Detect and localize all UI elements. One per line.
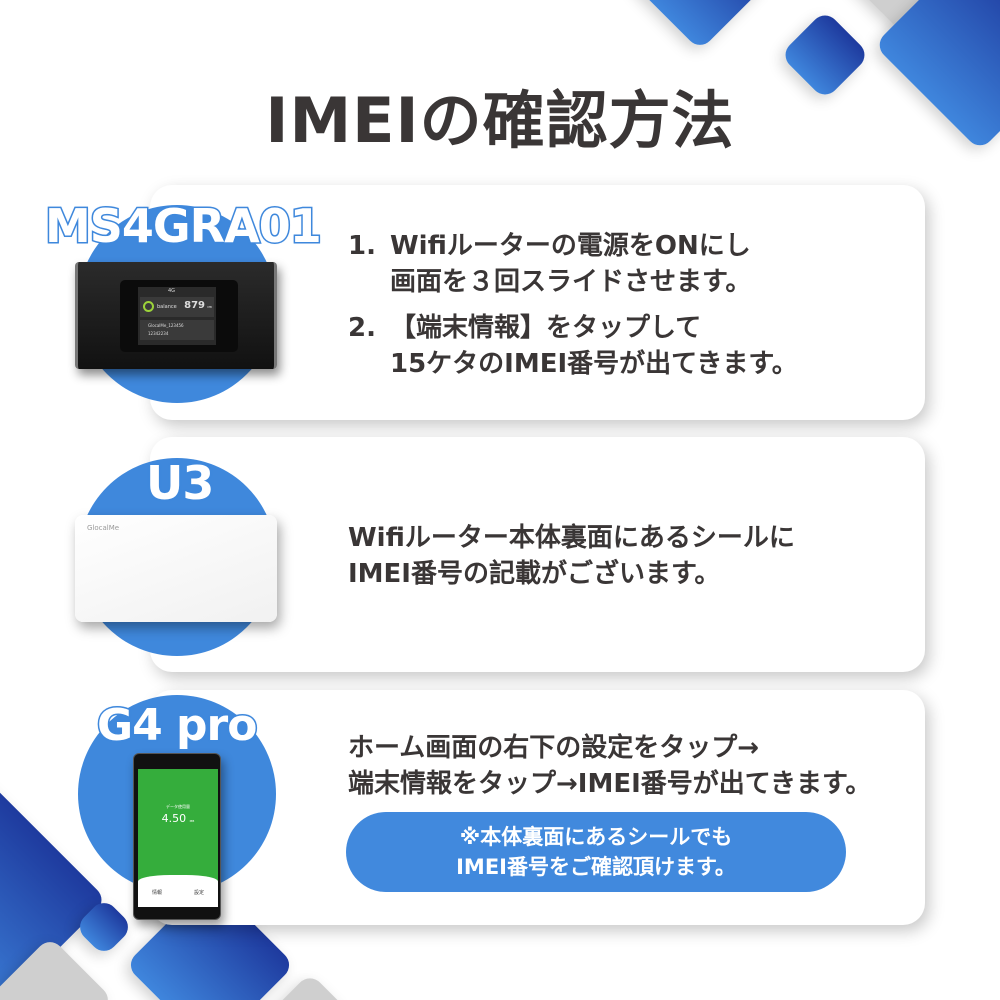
data-usage-label: データ使用量 <box>166 804 190 809</box>
g4pro-instructions: ホーム画面の右下の設定をタップ→ 端末情報をタップ→IMEI番号が出てきます。 <box>348 733 872 799</box>
step-2: 2. 【端末情報】をタップして 15ケタのIMEI番号が出てきます。 <box>348 313 798 379</box>
u3-instructions: Wifiルーター本体裏面にあるシールに IMEI番号の記載がございます。 <box>348 523 795 589</box>
bottom-tabs: 情報 設定 <box>138 875 218 907</box>
decor-diamond-top-mid <box>629 0 771 51</box>
network-indicator: 4G <box>168 288 176 294</box>
balance-unit: MB <box>207 305 212 309</box>
balance-label: balance <box>157 304 177 310</box>
data-usage-value: 4.50 MB <box>161 812 195 825</box>
device-screen: 4G balance 879 MB GlocalMe_123456 123422… <box>120 280 238 352</box>
step-1: 1. Wifiルーターの電源をONにし 画面を３回スライドさせます。 <box>348 231 752 297</box>
g4pro-device-image: データ使用量 4.50 MB 情報 設定 <box>133 753 221 920</box>
model-label-ms4gra01: MS4GRA01 <box>44 198 324 255</box>
model-label-g4pro: G4 pro <box>95 699 258 753</box>
tab-settings: 設定 <box>193 890 204 896</box>
note-banner: ※本体裏面にあるシールでも IMEI番号をご確認頂けます。 <box>346 812 846 892</box>
ssid-text: GlocalMe_123456 <box>148 323 184 328</box>
balance-value: 879 <box>184 300 205 311</box>
tab-info: 情報 <box>152 890 163 896</box>
u3-device-image: GlocalMe <box>75 515 277 622</box>
model-label-u3: U3 <box>144 455 215 512</box>
balance-ring-icon <box>143 301 154 312</box>
page-title: IMEIの確認方法 <box>265 84 735 157</box>
card-ms4gra01 <box>150 185 925 420</box>
wifi-info-row: GlocalMe_123456 12342234 <box>140 320 214 340</box>
ms4gra01-device-image: 4G balance 879 MB GlocalMe_123456 123422… <box>75 262 277 369</box>
device-screen-ui: 4G balance 879 MB GlocalMe_123456 123422… <box>138 287 216 345</box>
balance-row: balance 879 MB <box>140 297 214 317</box>
password-text: 12342234 <box>148 331 169 336</box>
card-u3 <box>150 437 925 672</box>
device-screen: データ使用量 4.50 MB 情報 設定 <box>138 769 218 907</box>
ms4gra01-instructions: 1. Wifiルーターの電源をONにし 画面を３回スライドさせます。 2. 【端… <box>348 228 798 382</box>
glocalme-logo: GlocalMe <box>87 524 120 532</box>
